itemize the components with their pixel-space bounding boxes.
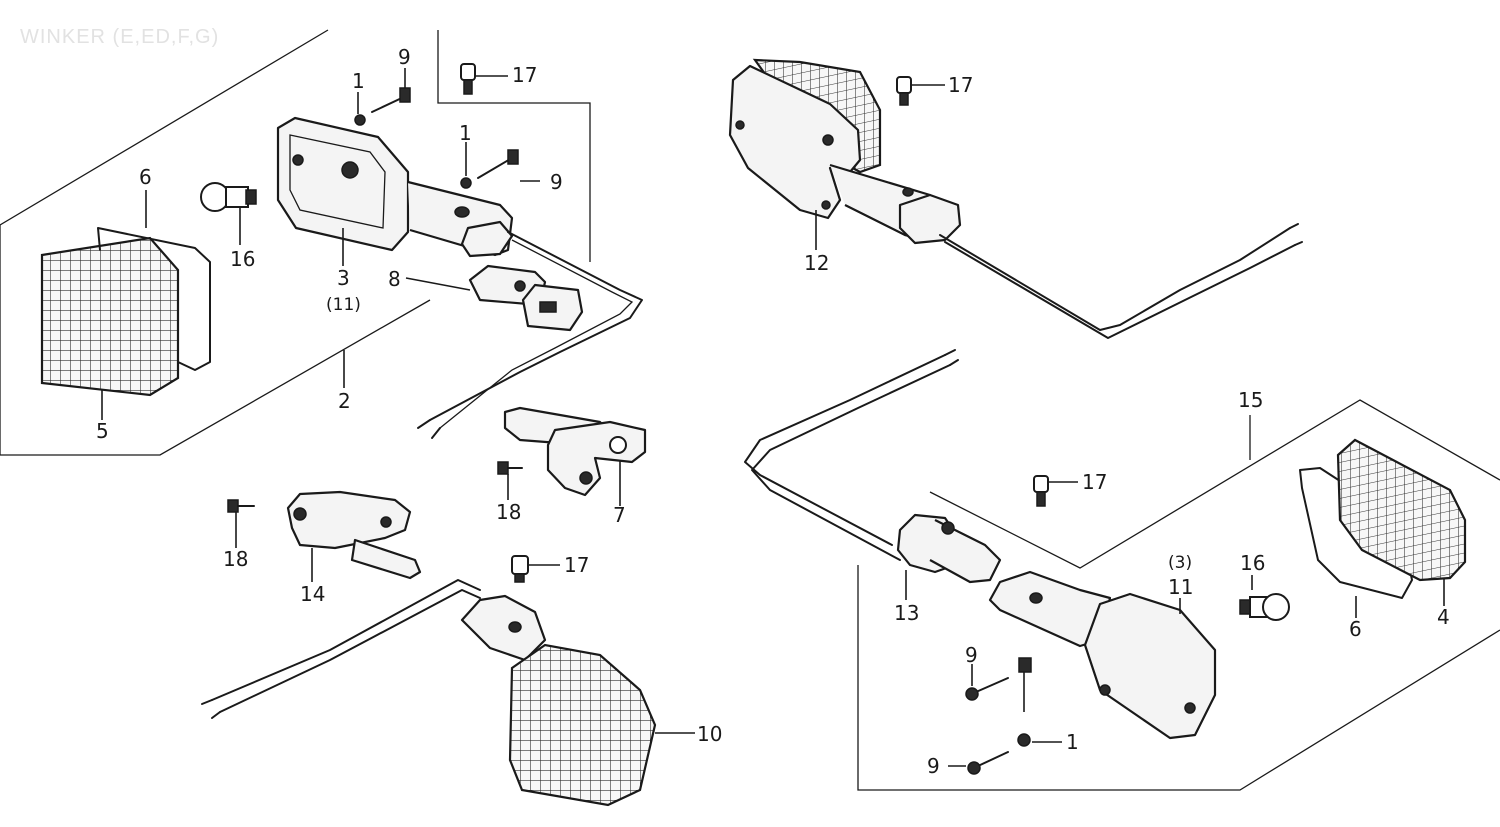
callout-1: 1 xyxy=(1066,730,1079,754)
callout-17: 17 xyxy=(948,73,973,97)
nut-1-right-a[interactable] xyxy=(1018,657,1032,673)
screw-9-top[interactable] xyxy=(371,87,411,113)
callout-17: 17 xyxy=(512,63,537,87)
callout-9: 9 xyxy=(927,754,940,778)
housing-10[interactable] xyxy=(460,594,547,662)
bulb-16-right[interactable] xyxy=(1239,593,1290,621)
screw-17-top[interactable] xyxy=(460,63,476,95)
callout-11: 11 xyxy=(1168,575,1193,599)
callout-17: 17 xyxy=(564,553,589,577)
callout-16: 16 xyxy=(230,247,255,271)
winker-12-assembly xyxy=(728,58,1303,339)
wire-10 xyxy=(211,579,481,713)
socket-8[interactable] xyxy=(468,264,584,332)
callout-8: 8 xyxy=(388,267,401,291)
screw-9-mid[interactable] xyxy=(477,149,519,179)
socket-13[interactable] xyxy=(929,519,1002,584)
rear-right-assembly xyxy=(744,349,1500,791)
callout-6: 6 xyxy=(1349,617,1362,641)
lens-4[interactable] xyxy=(1336,438,1467,582)
callout-1: 1 xyxy=(459,121,472,145)
screw-17-mid[interactable] xyxy=(511,555,529,583)
nut-1-right-b[interactable] xyxy=(1017,733,1031,747)
callout-labels: 1 9 17 1 9 6 16 3 (11) 8 2 5 18 7 18 14 … xyxy=(96,45,1450,778)
leader-lines xyxy=(101,68,1445,767)
callout-3-paren: (3) xyxy=(1168,553,1192,573)
group-frame-left xyxy=(0,29,591,456)
screw-17-right-bottom[interactable] xyxy=(1033,475,1049,507)
callout-15: 15 xyxy=(1238,388,1263,412)
housing-11[interactable] xyxy=(988,570,1112,648)
callout-3-sub: (11) xyxy=(326,295,361,315)
screw-9-right-b[interactable] xyxy=(967,751,1009,775)
bracket-14[interactable] xyxy=(286,490,422,580)
callout-6: 6 xyxy=(139,165,152,189)
screw-18-top[interactable] xyxy=(497,461,523,475)
callout-9: 9 xyxy=(965,643,978,667)
callout-7: 7 xyxy=(613,503,626,527)
callout-17: 17 xyxy=(1082,470,1107,494)
front-left-assembly xyxy=(0,29,647,583)
housing-3[interactable] xyxy=(276,116,514,258)
callout-12: 12 xyxy=(804,251,829,275)
lens-5[interactable] xyxy=(40,236,180,397)
lens-10[interactable] xyxy=(508,643,657,807)
callout-9: 9 xyxy=(550,170,563,194)
screw-9-right-a[interactable] xyxy=(965,677,1009,701)
gasket-6[interactable] xyxy=(97,227,211,371)
callout-5: 5 xyxy=(96,419,109,443)
callout-18: 18 xyxy=(223,547,248,571)
group-frame-right xyxy=(857,399,1500,791)
callout-10: 10 xyxy=(697,722,722,746)
callout-2: 2 xyxy=(338,389,351,413)
screw-18-left[interactable] xyxy=(227,499,255,513)
callout-16: 16 xyxy=(1240,551,1265,575)
screw-17-right-top[interactable] xyxy=(896,76,912,106)
bulb-16-left[interactable] xyxy=(200,182,257,212)
nut-1-top[interactable] xyxy=(354,114,366,126)
wire-front-left xyxy=(429,231,643,421)
callout-14: 14 xyxy=(300,582,325,606)
housing-12[interactable] xyxy=(728,64,862,220)
callout-3: 3 xyxy=(337,266,350,290)
winker-10-assembly xyxy=(201,579,657,807)
callout-4: 4 xyxy=(1437,605,1450,629)
wire-rear-right xyxy=(744,354,951,561)
callout-13: 13 xyxy=(894,601,919,625)
diagram-title: WINKER (E,ED,F,G) xyxy=(20,26,220,48)
callout-1: 1 xyxy=(352,69,365,93)
callout-18: 18 xyxy=(496,500,521,524)
bracket-7[interactable] xyxy=(503,406,647,497)
nut-1-mid[interactable] xyxy=(460,177,472,189)
callout-9: 9 xyxy=(398,45,411,69)
wire-12 xyxy=(939,227,1296,339)
